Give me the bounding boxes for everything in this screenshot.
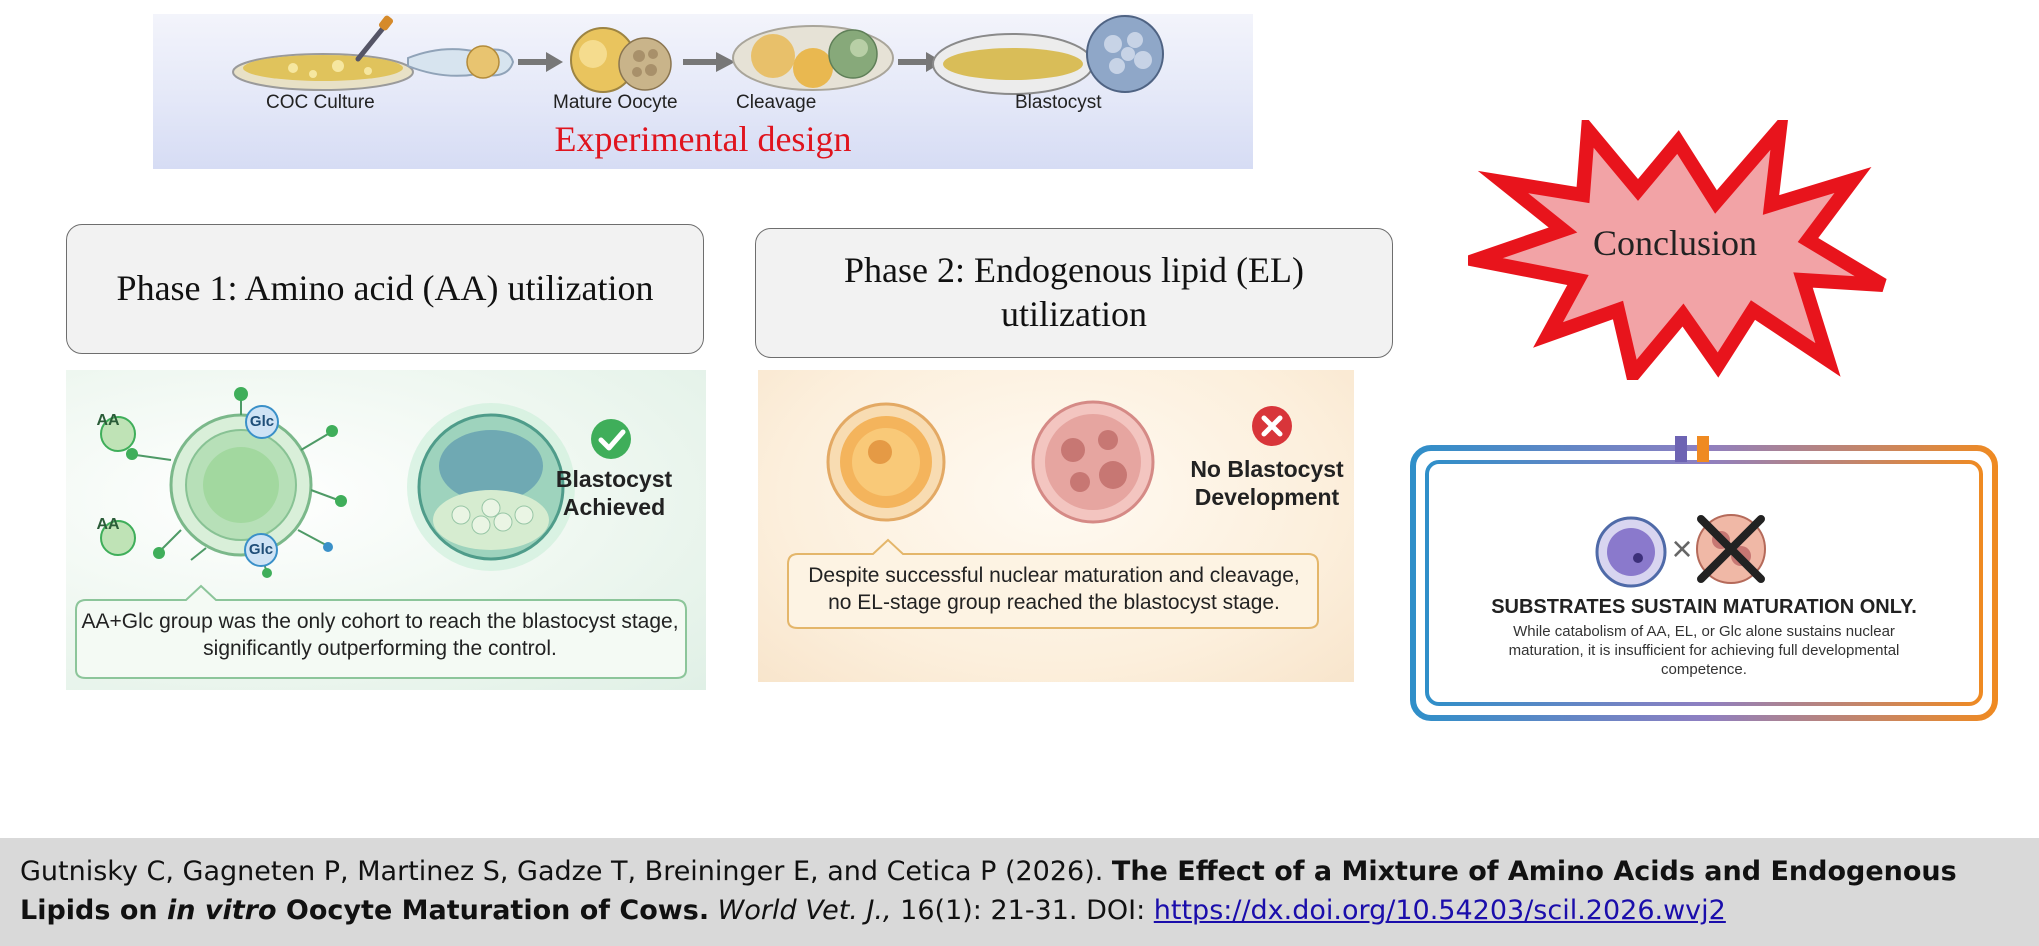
phase1-caption-frame <box>75 584 687 679</box>
conclusion-frame <box>1410 436 1998 721</box>
glc-molecule-icon <box>244 533 278 567</box>
citation-journal: World Vet. J., <box>717 895 892 927</box>
citation-bar: Gutnisky C, Gagneten P, Martinez S, Gadz… <box>0 838 2039 946</box>
multiply-symbol: × <box>1671 528 1693 569</box>
experimental-design-title: Experimental design <box>554 119 852 159</box>
stage-label-blastocyst: Blastocyst <box>1015 92 1102 113</box>
conclusion-headline: SUBSTRATES SUSTAIN MATURATION ONLY. <box>1491 596 1917 618</box>
blastocyst-dish-icon <box>932 15 1164 95</box>
oocyte-icon <box>1595 516 1667 588</box>
phase2-title: Phase 2: Endogenous lipid (EL) utilizati… <box>844 250 1304 334</box>
glc-label: Glc <box>248 541 274 558</box>
citation-title-italic: in vitro <box>167 895 277 927</box>
arrow-head-icon <box>716 52 735 72</box>
cleavage-embryo-icon <box>732 25 894 91</box>
stage-label-cleavage: Cleavage <box>736 92 817 113</box>
phase2-result-panel: No Blastocyst Development Despite succes… <box>758 370 1354 682</box>
citation-title-part2: Oocyte Maturation of Cows. <box>276 895 710 927</box>
aa-label: AA <box>96 516 120 533</box>
crossed-embryo-icon <box>1696 514 1766 584</box>
aa-label: AA <box>96 412 120 429</box>
conclusion-starburst <box>1468 120 1887 380</box>
phase1-status: Blastocyst Achieved <box>555 466 673 520</box>
conclusion-panel: × SUBSTRATES SUSTAIN MATURATION ONLY. Wh… <box>1407 436 2001 726</box>
aa-molecule-icon <box>100 520 136 556</box>
citation-title-part1: The Effect of a Mixture of Amino Acids a… <box>20 856 1957 927</box>
petri-dish-icon <box>232 15 414 91</box>
glc-molecule-icon <box>245 405 279 439</box>
conclusion-body: While catabolism of AA, EL, or Glc alone… <box>1508 623 1900 678</box>
phase1-illustration <box>75 387 687 679</box>
stage-label-mature-oocyte: Mature Oocyte <box>553 92 678 113</box>
starburst-icon <box>1468 120 1887 380</box>
phase2-caption-frame <box>787 538 1319 629</box>
aa-molecule-icon <box>100 416 136 452</box>
degenerating-embryo-icon <box>1031 400 1155 524</box>
check-circle-icon <box>591 419 631 459</box>
citation-volume: 16(1): 21-31. DOI: <box>891 895 1154 927</box>
phase1-title: Phase 1: Amino acid (AA) utilization <box>116 268 654 309</box>
phase2-title-box: Phase 2: Endogenous lipid (EL) utilizati… <box>755 228 1393 358</box>
experimental-design-banner: COC Culture Mature Oocyte Cleavage Blast… <box>153 14 1253 169</box>
x-circle-icon <box>1252 406 1292 446</box>
phase2-status: No Blastocyst Development <box>1190 456 1344 510</box>
stage-label-coc-culture: COC Culture <box>266 92 375 113</box>
phase1-title-box: Phase 1: Amino acid (AA) utilization <box>66 224 704 354</box>
phase2-caption: Despite successful nuclear maturation an… <box>808 564 1300 615</box>
citation-authors: Gutnisky C, Gagneten P, Martinez S, Gadz… <box>20 856 1112 887</box>
oocyte-icon <box>826 402 946 522</box>
oocyte-with-substrates-icon <box>100 387 347 578</box>
phase1-caption: AA+Glc group was the only cohort to reac… <box>81 610 679 661</box>
arrow-head-icon <box>546 52 563 72</box>
conclusion-label: Conclusion <box>1592 223 1757 263</box>
experimental-design-illustration <box>232 15 1164 95</box>
phase2-illustration <box>787 400 1319 629</box>
glc-label: Glc <box>249 413 275 430</box>
mature-oocyte-icon <box>570 27 672 93</box>
oocyte-transfer-icon <box>407 45 515 79</box>
citation-doi-link[interactable]: https://dx.doi.org/10.54203/scil.2026.wv… <box>1153 895 1726 927</box>
blastocyst-icon <box>407 403 575 571</box>
phase1-result-panel: AA AA Glc Glc Blastocyst Achieved AA+Glc… <box>66 370 706 690</box>
